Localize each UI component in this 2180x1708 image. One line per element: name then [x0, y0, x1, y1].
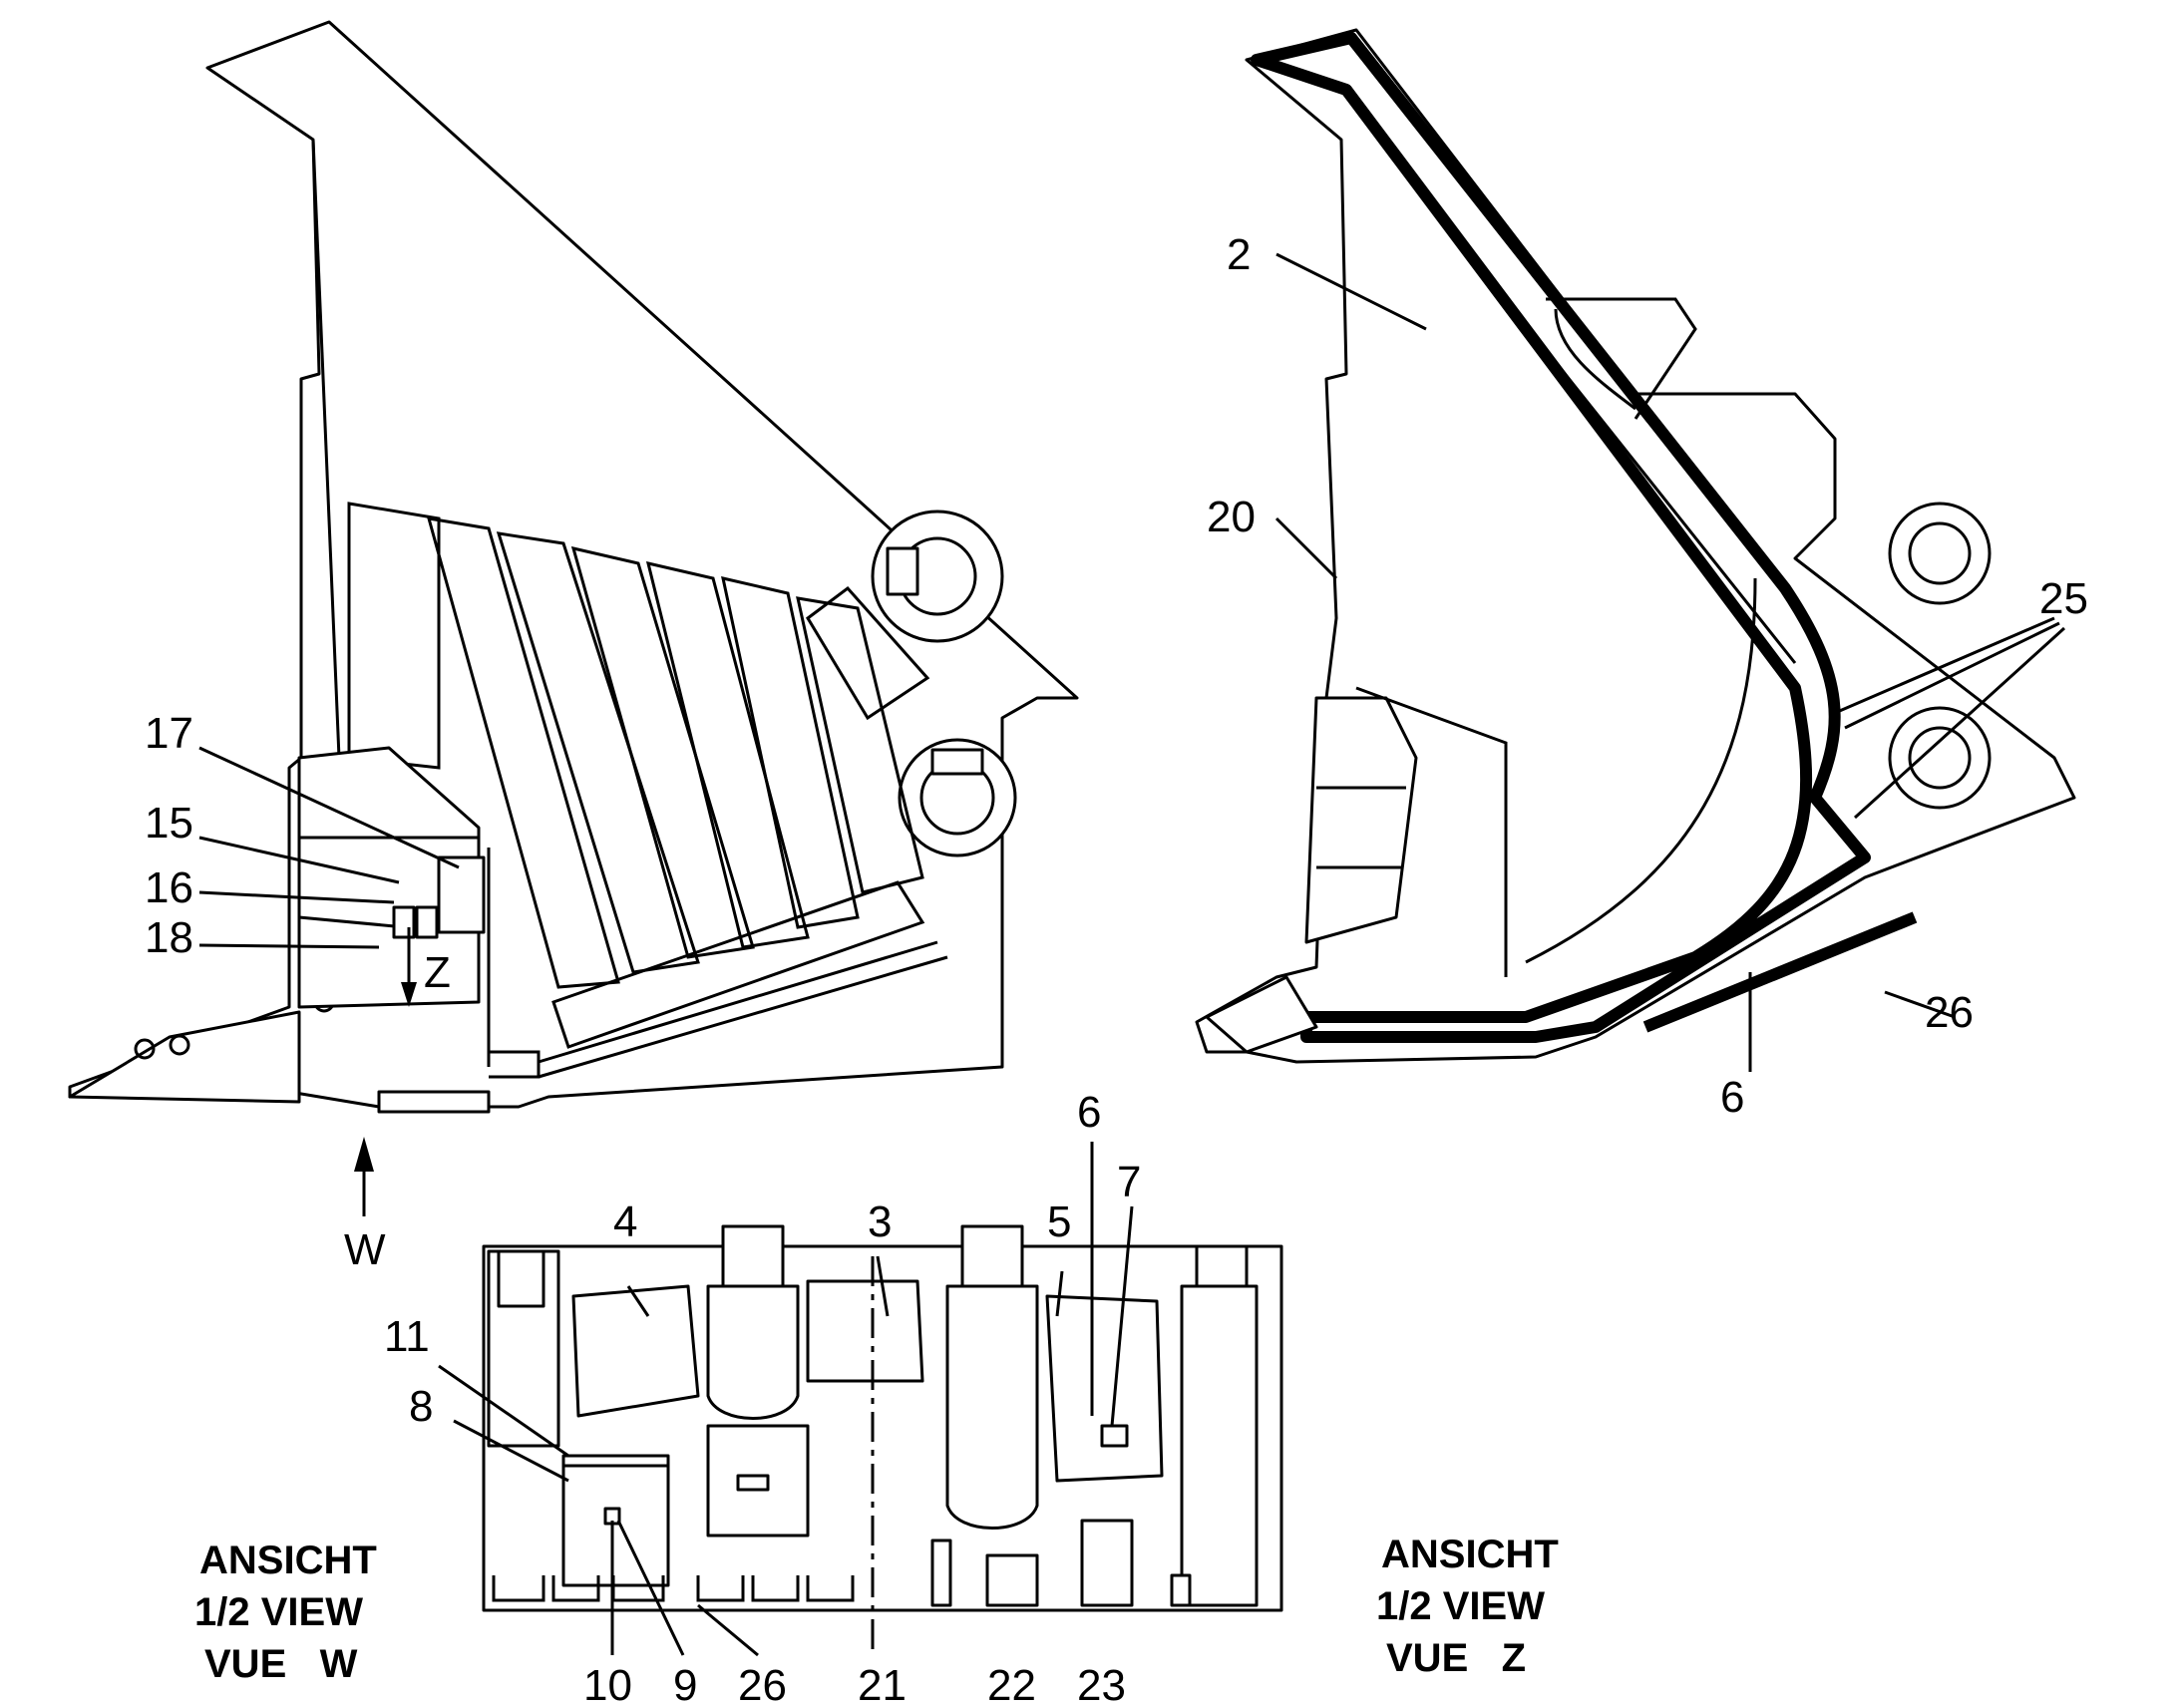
shroud	[571, 1284, 700, 1418]
caption-z-line2: 1/2 VIEW	[1376, 1584, 1545, 1628]
label-17: 17	[145, 709, 193, 758]
label-20: 20	[1207, 493, 1256, 541]
caption-w-line3: VUE W	[204, 1642, 358, 1686]
tooth	[487, 1249, 560, 1448]
bucket-side-view-left	[68, 20, 1079, 1114]
label-3: 3	[868, 1197, 892, 1246]
label-26-bottom: 26	[738, 1661, 787, 1708]
label-16: 16	[145, 863, 193, 912]
label-9: 9	[673, 1661, 697, 1708]
caption-w-line2: 1/2 VIEW	[194, 1590, 363, 1634]
bucket-section-view-right	[1195, 28, 2076, 1064]
label-6-bottom: 6	[1077, 1088, 1101, 1137]
label-25: 25	[2039, 574, 2088, 623]
label-18: 18	[145, 913, 193, 962]
label-26-right: 26	[1925, 988, 1974, 1037]
caption-z-line3: VUE Z	[1386, 1636, 1526, 1680]
tooth	[706, 1224, 800, 1420]
view-arrow-z	[401, 927, 417, 1007]
label-8: 8	[409, 1382, 433, 1431]
caption-z-line1: ANSICHT	[1381, 1533, 1559, 1576]
side-cutter-right	[1304, 696, 1418, 944]
label-z: Z	[424, 948, 451, 997]
label-22: 22	[987, 1661, 1036, 1708]
tooth	[945, 1224, 1039, 1530]
shroud	[806, 1279, 924, 1383]
clamp-part	[392, 905, 416, 939]
label-6-right: 6	[1720, 1073, 1744, 1122]
lower-pin-boss	[898, 738, 1017, 857]
tooth	[1180, 1244, 1259, 1607]
label-7: 7	[1117, 1158, 1141, 1206]
upper-pin-boss	[871, 510, 1004, 643]
label-2: 2	[1227, 230, 1251, 279]
view-arrow-w	[354, 1137, 374, 1216]
part-labels: 2 20 25 26 6 17 15 16 18 Z W 4 3 5 6 7 1…	[145, 230, 2088, 1708]
label-w: W	[344, 1225, 386, 1274]
caption-view-w: ANSICHT 1/2 VIEW VUE W	[194, 1538, 377, 1686]
caption-view-z: ANSICHT 1/2 VIEW VUE Z	[1376, 1533, 1559, 1680]
label-4: 4	[613, 1197, 637, 1246]
upper-pin-boss-section	[1888, 502, 1992, 605]
leader-lines	[198, 252, 2066, 1657]
bucket-bottom-half-view	[482, 1224, 1283, 1655]
label-10: 10	[583, 1661, 632, 1708]
label-15: 15	[145, 799, 193, 848]
label-23: 23	[1077, 1661, 1126, 1708]
label-11: 11	[384, 1312, 430, 1361]
shroud	[1045, 1294, 1164, 1483]
lower-pin-boss-section	[1888, 706, 1992, 810]
label-21: 21	[858, 1661, 907, 1708]
label-5: 5	[1047, 1197, 1071, 1246]
caption-w-line1: ANSICHT	[199, 1538, 377, 1582]
